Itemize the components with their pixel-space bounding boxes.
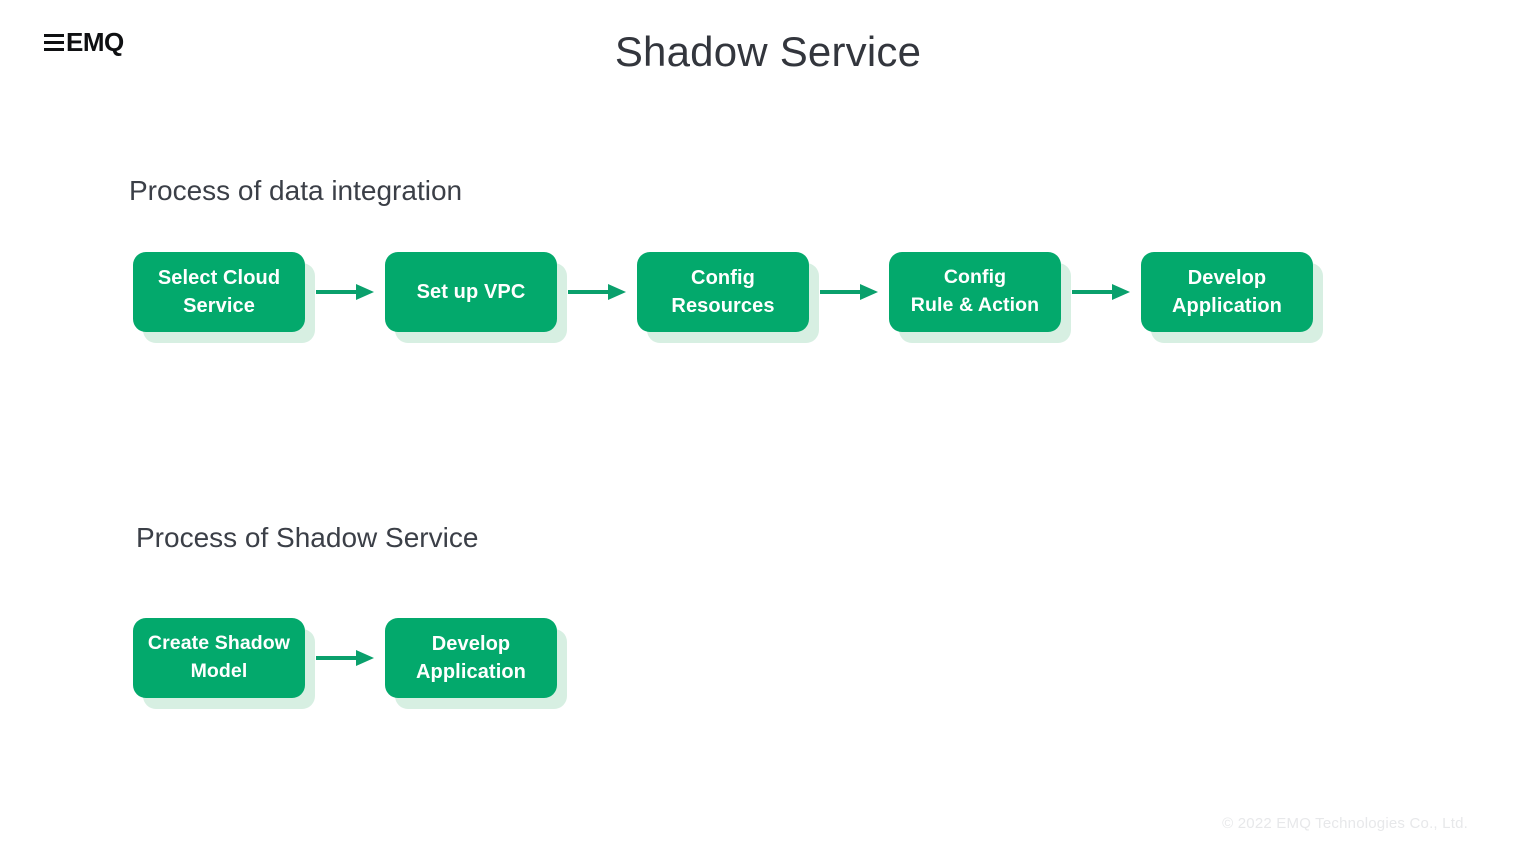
flow-step-config-resources[interactable]: Config Resources [637, 252, 819, 343]
box-face: Config Rule & Action [889, 252, 1061, 332]
footer-copyright: © 2022 EMQ Technologies Co., Ltd. [1222, 815, 1468, 832]
emq-logo: EMQ [44, 29, 124, 55]
logo-wordmark: EMQ [66, 27, 124, 57]
logo-bars-icon [44, 33, 64, 51]
section-heading-shadow-service: Process of Shadow Service [136, 522, 479, 553]
flow-step-label: Select Cloud Service [157, 266, 281, 317]
flow-step-select-cloud-service[interactable]: Select Cloud Service [133, 252, 315, 343]
flow-arrow-5 [305, 638, 385, 678]
flow-step-label: Config Resources [671, 266, 775, 317]
flow-arrow-4 [1061, 272, 1141, 312]
box-face: Develop Application [385, 618, 557, 698]
flow-arrow-3 [809, 272, 889, 312]
flow-step-set-up-vpc[interactable]: Set up VPC [385, 252, 567, 343]
flow-step-create-shadow-model[interactable]: Create Shadow Model [133, 618, 315, 709]
flow-step-label: Set up VPC [416, 280, 526, 303]
page-title: Shadow Service [614, 28, 922, 75]
flow-arrow-2 [557, 272, 637, 312]
flow-diagram-data-integration: Select Cloud Service Set up VPC Config R… [133, 252, 1323, 343]
box-face: Create Shadow Model [133, 618, 305, 698]
flow-step-config-rule-and-action[interactable]: Config Rule & Action [889, 252, 1071, 343]
flow-arrow-1 [305, 272, 385, 312]
box-face: Develop Application [1141, 252, 1313, 332]
section-heading-data-integration: Process of data integration [129, 175, 463, 206]
box-face: Config Resources [637, 252, 809, 332]
flow-diagram-shadow-service: Create Shadow Model Develop Application [133, 618, 567, 709]
box-face: Select Cloud Service [133, 252, 305, 332]
flow-step-label: Develop Application [416, 632, 526, 683]
box-face: Set up VPC [385, 252, 557, 332]
flow-step-label: Config Rule & Action [910, 266, 1040, 316]
flow-step-label: Create Shadow Model [147, 632, 291, 682]
flow-step-develop-application-2[interactable]: Develop Application [385, 618, 567, 709]
flow-step-develop-application[interactable]: Develop Application [1141, 252, 1323, 343]
flow-step-label: Develop Application [1172, 266, 1282, 317]
